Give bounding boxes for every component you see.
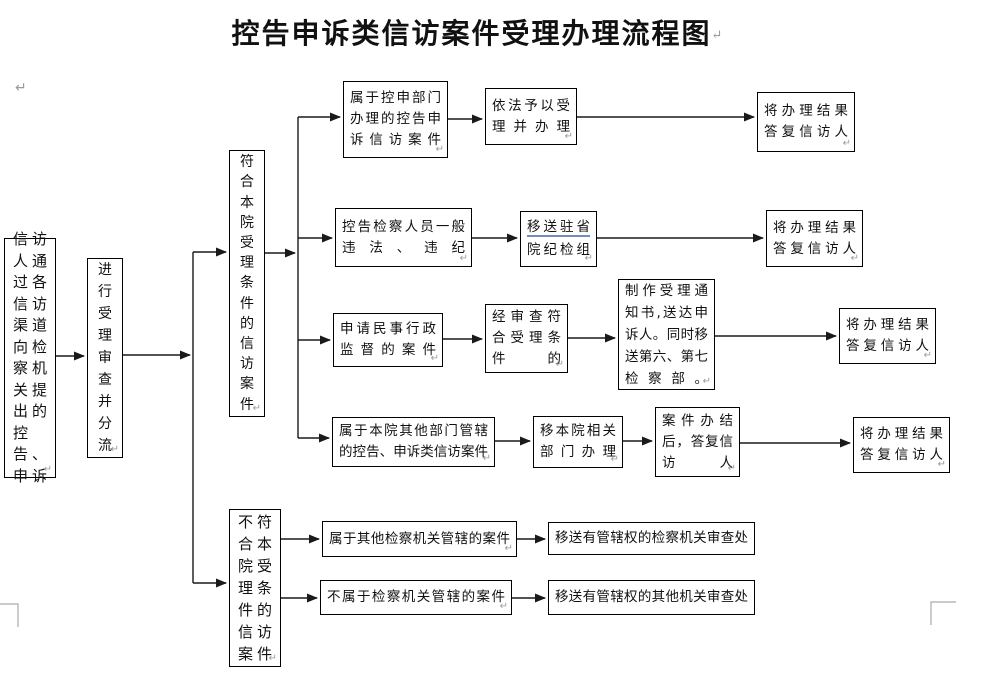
- return-mark: ↵: [459, 253, 468, 264]
- node-civil-admin-supervision-case: 申请民事行政 监督的案件 ↵: [333, 313, 443, 367]
- node-reply-result-4: 将办理结果 答复信访人 ↵: [853, 417, 950, 473]
- node-text: 将办理结果 答复信访人: [773, 219, 856, 257]
- paragraph-return-mark: ↵: [15, 80, 27, 96]
- return-mark: ↵: [923, 350, 932, 361]
- node-text: 依法予以受 理并办理: [492, 97, 570, 135]
- node-konshen-dept-case: 属于控申部门 办理的控告申 诉信访案件 ↵: [343, 81, 448, 158]
- node-text: 将办理结果 答复信访人: [764, 103, 848, 140]
- return-mark: ↵: [268, 653, 277, 664]
- node-text: 属于其他检察机关管辖的案件: [329, 530, 510, 547]
- return-mark: ↵: [252, 403, 261, 414]
- node-text: 信访 人通 过各 信访 渠道 向检 察机 关提 出的 控告、 申诉: [13, 230, 47, 485]
- return-mark: ↵: [435, 144, 444, 155]
- node-accuse-prosecutor-case: 控告检察人员一般 违法、违纪 ↵: [335, 208, 472, 267]
- node-reply-result-2: 将办理结果 答复信访人 ↵: [766, 210, 863, 267]
- node-text: 不符 合本 院受 理条 件的 信访 案件: [238, 513, 272, 663]
- node-other-dept-case: 属于本院其他部门管辖 的控告、申诉类信访案件 ↵: [332, 417, 495, 467]
- node-text: 控告检察人员一般 违法、违纪: [342, 218, 465, 256]
- node-text: 移送有管辖权的检察机关审查处: [555, 530, 748, 546]
- node-text: 属于本院其他部门管辖 的控告、申诉类信访案件: [339, 423, 488, 460]
- node-text: 制作受理通 知书,送达申 诉人。同时移 送第六、第七 检察部。: [625, 282, 708, 387]
- node-text: 不属于检察机关管辖的案件: [327, 589, 505, 605]
- return-mark: ↵: [610, 454, 619, 465]
- return-mark: ↵: [555, 359, 564, 370]
- return-mark: ↵: [430, 353, 439, 364]
- node-text-line1: 移送驻省: [527, 219, 590, 235]
- return-mark: ↵: [850, 253, 859, 264]
- node-transfer-competent-other-organ: 移送有管辖权的其他机关审查处: [548, 580, 755, 615]
- node-not-meets-conditions: 不符 合本 院受 理条 件的 信访 案件 ↵: [229, 509, 281, 667]
- return-mark: ↵: [842, 138, 851, 149]
- node-meets-conditions: 符 合 本 院 受 理 条 件 的 信 访 案 件 ↵: [229, 150, 265, 417]
- node-text: 案件办结 后，答复信 访人: [662, 412, 733, 471]
- node-text: 属于控申部门 办理的控告申 诉信访案件: [350, 90, 441, 148]
- node-transfer-related-dept: 移本院相关 部门办理 ↵: [533, 416, 623, 468]
- page-title: 控告申诉类信访案件受理办理流程图↵: [0, 12, 986, 52]
- return-mark: ↵: [937, 459, 946, 470]
- node-text: 将办理结果 答复信访人: [860, 426, 943, 463]
- node-case-closed-reply: 案件办结 后，答复信 访人 ↵: [655, 407, 740, 477]
- return-mark: ↵: [499, 601, 508, 612]
- node-transfer-discipline-group: 移送驻省 院纪检组 ↵: [520, 211, 597, 267]
- node-text: 移送有管辖权的其他机关审查处: [555, 589, 748, 605]
- node-reply-result-1: 将办理结果 答复信访人 ↵: [757, 92, 855, 152]
- node-reply-result-3: 将办理结果 答复信访人 ↵: [839, 308, 936, 364]
- return-mark: ↵: [482, 453, 491, 464]
- node-review-triage: 进 行 受 理 审 查 并 分 流 ↵: [87, 258, 123, 458]
- return-mark: ↵: [110, 444, 119, 455]
- node-text: 将办理结果 答复信访人: [846, 317, 929, 354]
- return-mark: ↵: [43, 464, 52, 475]
- return-mark: ↵: [584, 253, 593, 264]
- page-title-text: 控告申诉类信访案件受理办理流程图: [231, 17, 712, 50]
- return-mark: ↵: [564, 131, 573, 142]
- node-text: 经审查符 合受理条 件的: [492, 309, 561, 367]
- node-text: 申请民事行政 监督的案件: [340, 321, 436, 358]
- node-non-procuratorate-case: 不属于检察机关管辖的案件 ↵: [320, 580, 512, 615]
- node-other-procuratorate-case: 属于其他检察机关管辖的案件 ↵: [322, 521, 517, 557]
- return-mark: ↵: [504, 543, 513, 554]
- return-mark: ↵: [702, 376, 711, 387]
- node-accept-by-law: 依法予以受 理并办理 ↵: [485, 88, 577, 145]
- return-mark: ↵: [727, 463, 736, 474]
- node-text: 移本院相关 部门办理: [540, 423, 616, 460]
- node-petition-source: 信访 人通 过各 信访 渠道 向检 察机 关提 出的 控告、 申诉 ↵: [4, 230, 56, 485]
- paragraph-return-mark: ↵: [711, 28, 725, 43]
- node-text: 进 行 受 理 审 查 并 分 流: [98, 262, 112, 454]
- node-text-line2: 院纪检组: [527, 242, 590, 258]
- node-make-acceptance-notice: 制作受理通 知书,送达申 诉人。同时移 送第六、第七 检察部。 ↵: [618, 279, 715, 390]
- node-transfer-competent-procuratorate: 移送有管辖权的检察机关审查处: [548, 522, 755, 555]
- node-text: 符 合 本 院 受 理 条 件 的 信 访 案 件: [240, 154, 254, 413]
- node-review-meets-acceptance: 经审查符 合受理条 件的 ↵: [485, 304, 568, 373]
